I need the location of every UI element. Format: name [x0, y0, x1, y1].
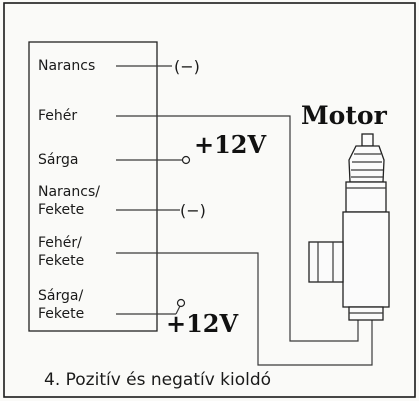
wire-label-narancs: Narancs — [38, 58, 95, 74]
wire-label-sarga-fekete-2: Fekete — [38, 306, 84, 322]
terminal-sarga-fekete — [175, 305, 181, 315]
connector-block — [28, 41, 158, 332]
terminal-label-narancs: (−) — [174, 57, 200, 76]
wire-label-feher: Fehér — [38, 108, 77, 124]
motor-title: Motor — [301, 101, 388, 130]
wire-feher — [116, 115, 359, 342]
terminal-sarga-fekete-ring — [176, 298, 186, 308]
wire-label-feher-fekete-2: Fekete — [38, 253, 84, 269]
motor-actuator — [308, 133, 390, 321]
wire-feher-fekete — [116, 252, 373, 366]
diagram-caption: 4. Pozitív és negatív kioldó — [44, 370, 271, 390]
wire-label-narancs-fekete-1: Narancs/ — [38, 184, 100, 200]
outer-frame — [3, 2, 416, 398]
terminal-sarga — [181, 155, 191, 165]
wire-label-sarga: Sárga — [38, 152, 78, 168]
wire-label-feher-fekete-1: Fehér/ — [38, 235, 82, 251]
wire-label-sarga-fekete-1: Sárga/ — [38, 288, 83, 304]
wire-label-narancs-fekete-2: Fekete — [38, 202, 84, 218]
terminal-label-sarga-fekete: +12V — [166, 309, 239, 338]
terminal-label-sarga: +12V — [194, 130, 267, 159]
terminal-label-narancs-fekete: (−) — [180, 201, 206, 220]
